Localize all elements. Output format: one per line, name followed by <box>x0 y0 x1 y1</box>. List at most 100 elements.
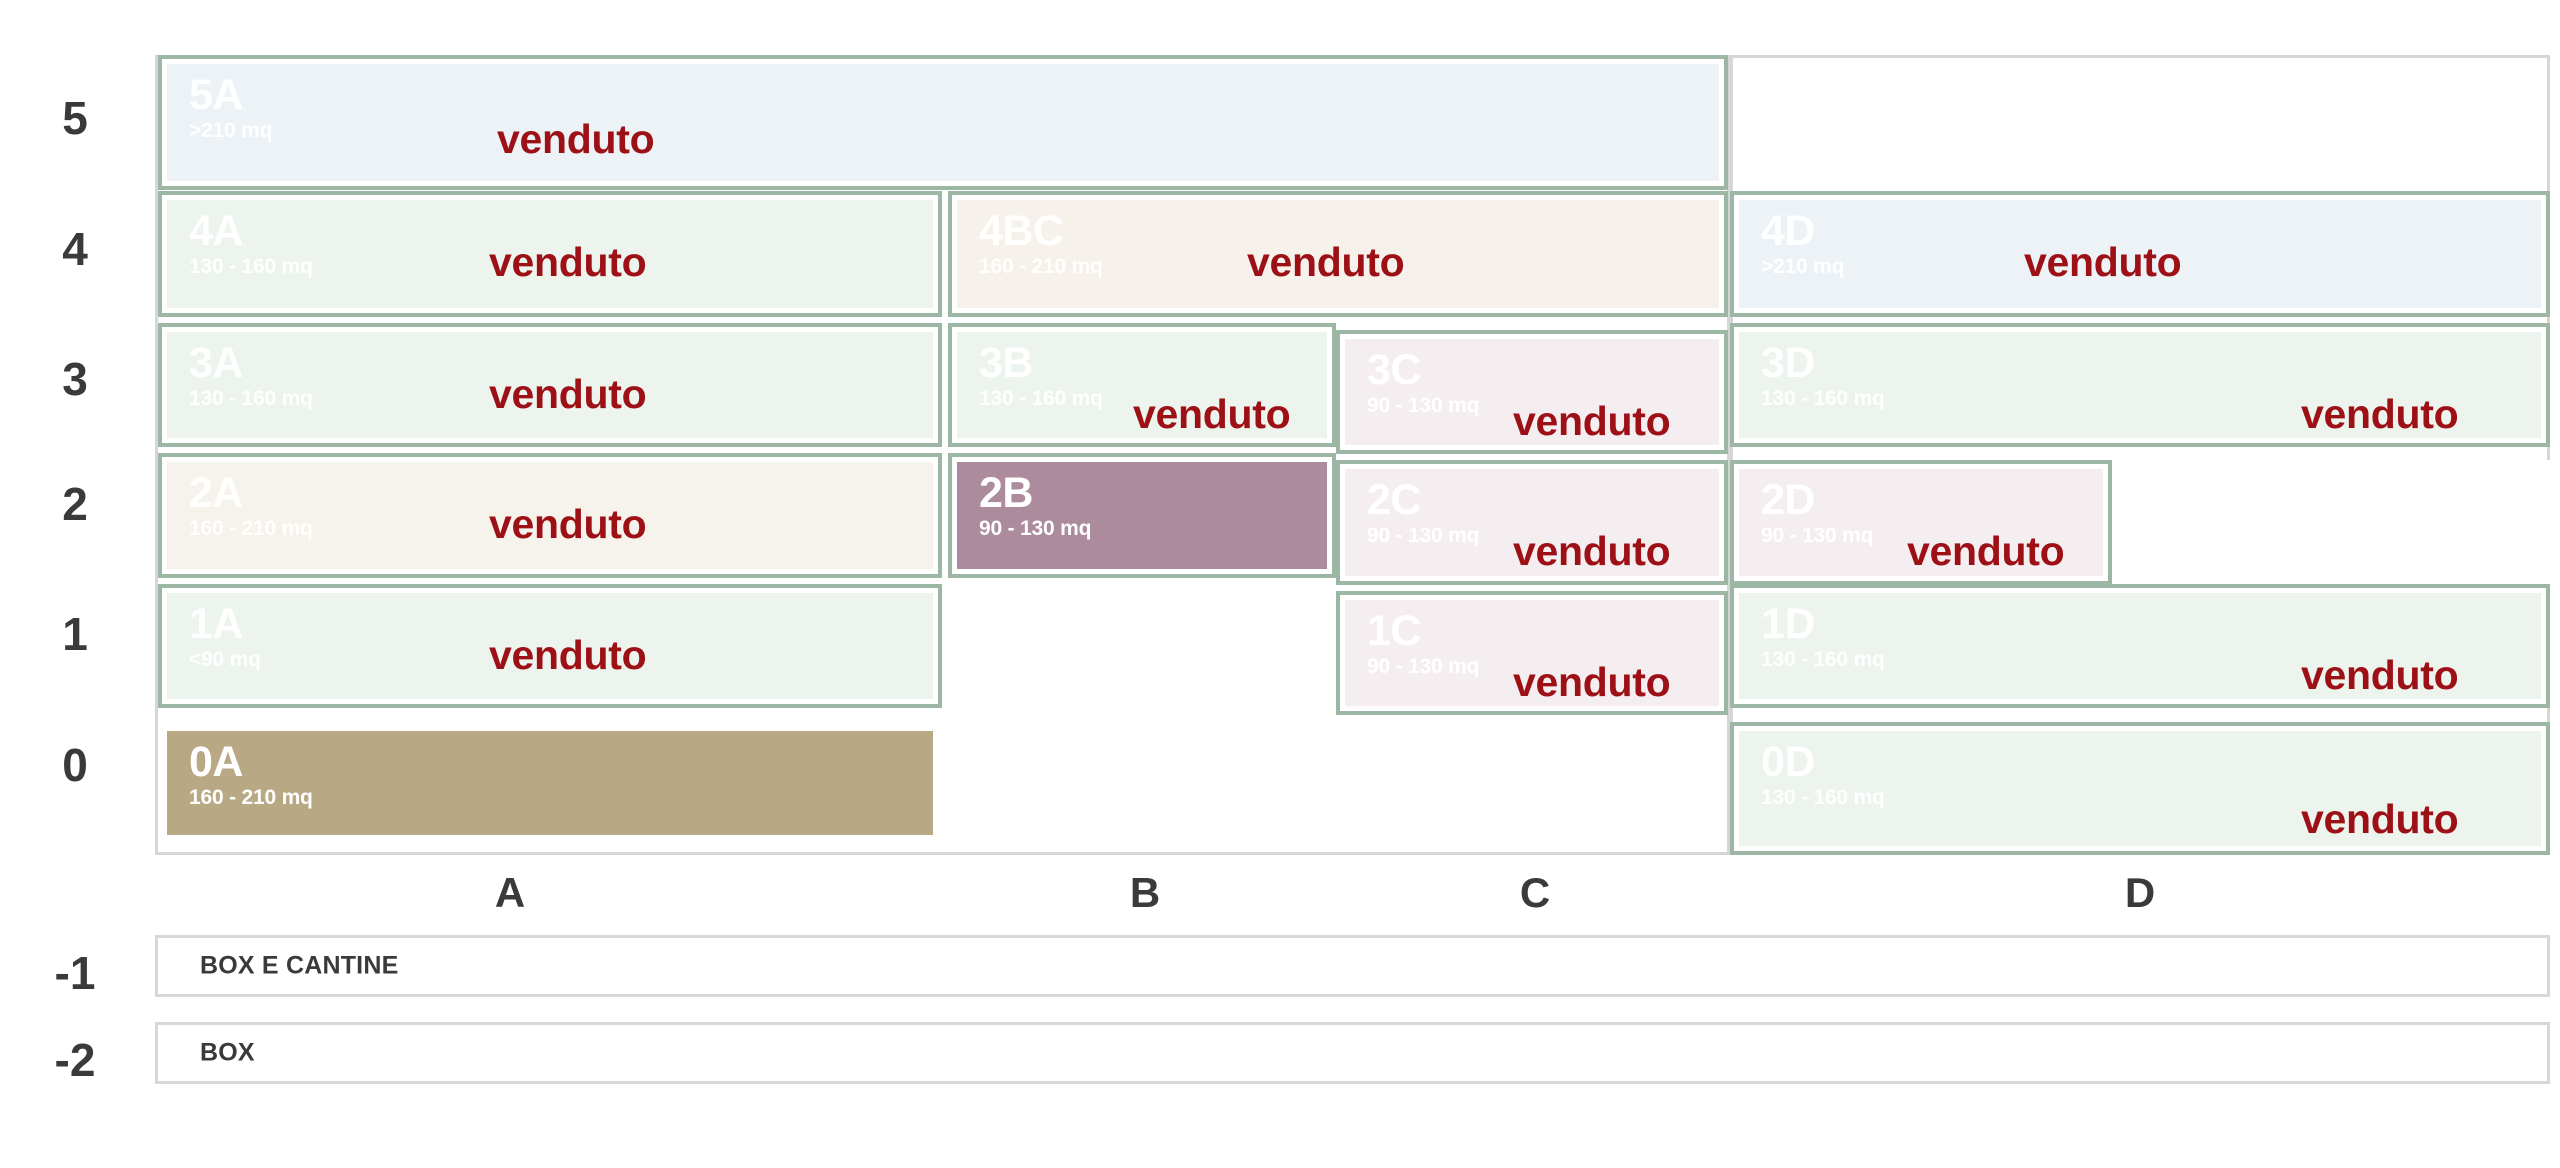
unit-4D-code: 4D <box>1761 207 1815 255</box>
unit-4A-status: venduto <box>489 239 647 285</box>
unit-4BC-body: 4BC 160 - 210 mq venduto <box>957 200 1719 308</box>
unit-4BC-code: 4BC <box>979 207 1064 255</box>
unit-0A-code: 0A <box>189 738 243 786</box>
unit-0D-code: 0D <box>1761 738 1815 786</box>
unit-2C[interactable]: 2C 90 - 130 mq venduto <box>1336 460 1728 585</box>
unit-2D-status: venduto <box>1907 528 2065 574</box>
unit-3B-size: 130 - 160 mq <box>979 387 1103 410</box>
unit-0A-body: 0A 160 - 210 mq <box>167 731 933 835</box>
unit-0D-status: venduto <box>2301 796 2459 842</box>
unit-2A-body: 2A 160 - 210 mq venduto <box>167 462 933 569</box>
unit-1C-size: 90 - 130 mq <box>1367 655 1480 678</box>
unit-3D-size: 130 - 160 mq <box>1761 387 1885 410</box>
unit-3B[interactable]: 3B 130 - 160 mq venduto <box>948 323 1336 447</box>
unit-4D-body: 4D >210 mq venduto <box>1739 200 2541 308</box>
unit-2A[interactable]: 2A 160 - 210 mq venduto <box>158 453 942 578</box>
unit-4A-size: 130 - 160 mq <box>189 255 313 278</box>
unit-1C-code: 1C <box>1367 607 1421 655</box>
unit-2C-body: 2C 90 - 130 mq venduto <box>1345 469 1719 576</box>
basement-strip-box[interactable]: BOX <box>155 1022 2550 1084</box>
unit-1D[interactable]: 1D 130 - 160 mq venduto <box>1730 584 2550 708</box>
unit-4A[interactable]: 4A 130 - 160 mq venduto <box>158 191 942 317</box>
unit-1A-size: <90 mq <box>189 648 261 671</box>
unit-2B-body: 2B 90 - 130 mq <box>957 462 1327 569</box>
unit-1D-code: 1D <box>1761 600 1815 648</box>
row-label-5: 5 <box>62 92 88 144</box>
unit-2D-body: 2D 90 - 130 mq venduto <box>1739 469 2103 576</box>
unit-3D-code: 3D <box>1761 339 1815 387</box>
unit-slot-2D-empty-body <box>2121 469 2541 576</box>
unit-1D-status: venduto <box>2301 652 2459 698</box>
unit-4BC-size: 160 - 210 mq <box>979 255 1103 278</box>
row-label-minus-2: -2 <box>54 1034 96 1086</box>
unit-0D-body: 0D 130 - 160 mq venduto <box>1739 731 2541 846</box>
unit-slot-2D-empty <box>2112 460 2550 585</box>
unit-3B-status: venduto <box>1133 391 1291 437</box>
row-label-3: 3 <box>62 353 88 405</box>
row-label-0: 0 <box>62 739 88 791</box>
unit-3A-status: venduto <box>489 371 647 417</box>
unit-3B-code: 3B <box>979 339 1033 387</box>
unit-2C-status: venduto <box>1513 528 1671 574</box>
unit-3C[interactable]: 3C 90 - 130 mq venduto <box>1336 330 1728 454</box>
unit-5A[interactable]: 5A >210 mq venduto <box>158 55 1728 190</box>
unit-1A-code: 1A <box>189 600 243 648</box>
unit-2C-size: 90 - 130 mq <box>1367 524 1480 547</box>
unit-3D-status: venduto <box>2301 391 2459 437</box>
unit-3A-code: 3A <box>189 339 243 387</box>
unit-1A[interactable]: 1A <90 mq venduto <box>158 584 942 708</box>
unit-1D-size: 130 - 160 mq <box>1761 648 1885 671</box>
unit-3A[interactable]: 3A 130 - 160 mq venduto <box>158 323 942 447</box>
unit-2B[interactable]: 2B 90 - 130 mq <box>948 453 1336 578</box>
unit-1C-status: venduto <box>1513 659 1671 705</box>
basement-strip-box-label: BOX <box>200 1038 255 1067</box>
unit-1C-body: 1C 90 - 130 mq venduto <box>1345 600 1719 706</box>
col-label-c: C <box>1519 869 1551 916</box>
unit-5A-size: >210 mq <box>189 119 273 142</box>
unit-4BC[interactable]: 4BC 160 - 210 mq venduto <box>948 191 1728 317</box>
unit-3A-body: 3A 130 - 160 mq venduto <box>167 332 933 438</box>
unit-2C-code: 2C <box>1367 476 1421 524</box>
unit-0D-size: 130 - 160 mq <box>1761 786 1885 809</box>
unit-3C-size: 90 - 130 mq <box>1367 394 1480 417</box>
unit-3D-body: 3D 130 - 160 mq venduto <box>1739 332 2541 438</box>
unit-2A-size: 160 - 210 mq <box>189 517 313 540</box>
unit-4BC-status: venduto <box>1247 239 1405 285</box>
unit-5A-status: venduto <box>497 116 655 162</box>
unit-0D[interactable]: 0D 130 - 160 mq venduto <box>1730 722 2550 855</box>
unit-0A[interactable]: 0A 160 - 210 mq <box>158 722 942 844</box>
unit-1A-body: 1A <90 mq venduto <box>167 593 933 699</box>
unit-2B-code: 2B <box>979 469 1033 517</box>
col-label-d: D <box>2124 869 2156 916</box>
unit-5A-body: 5A >210 mq venduto <box>167 64 1719 181</box>
unit-3D[interactable]: 3D 130 - 160 mq venduto <box>1730 323 2550 447</box>
unit-2D-size: 90 - 130 mq <box>1761 524 1874 547</box>
unit-3A-size: 130 - 160 mq <box>189 387 313 410</box>
unit-2B-size: 90 - 130 mq <box>979 517 1092 540</box>
row-label-minus-1: -1 <box>54 947 96 999</box>
basement-strip-box-e-cantine[interactable]: BOX E CANTINE <box>155 935 2550 997</box>
unit-1D-body: 1D 130 - 160 mq venduto <box>1739 593 2541 699</box>
unit-5A-code: 5A <box>189 71 243 119</box>
unit-3C-code: 3C <box>1367 346 1421 394</box>
unit-4A-body: 4A 130 - 160 mq venduto <box>167 200 933 308</box>
row-label-4: 4 <box>62 223 88 275</box>
basement-strip-box-e-cantine-label: BOX E CANTINE <box>200 951 399 980</box>
unit-2D[interactable]: 2D 90 - 130 mq venduto <box>1730 460 2112 585</box>
unit-2A-status: venduto <box>489 501 647 547</box>
unit-4D[interactable]: 4D >210 mq venduto <box>1730 191 2550 317</box>
unit-3C-status: venduto <box>1513 398 1671 444</box>
unit-2D-code: 2D <box>1761 476 1815 524</box>
unit-3B-body: 3B 130 - 160 mq venduto <box>957 332 1327 438</box>
col-label-b: B <box>1129 869 1161 916</box>
row-label-1: 1 <box>62 608 88 660</box>
row-label-2: 2 <box>62 478 88 530</box>
unit-4D-status: venduto <box>2024 239 2182 285</box>
unit-0A-size: 160 - 210 mq <box>189 786 313 809</box>
unit-1C[interactable]: 1C 90 - 130 mq venduto <box>1336 591 1728 715</box>
col-label-a: A <box>494 869 526 916</box>
unit-4D-size: >210 mq <box>1761 255 1845 278</box>
group-outline-d <box>1730 55 2550 855</box>
unit-4A-code: 4A <box>189 207 243 255</box>
